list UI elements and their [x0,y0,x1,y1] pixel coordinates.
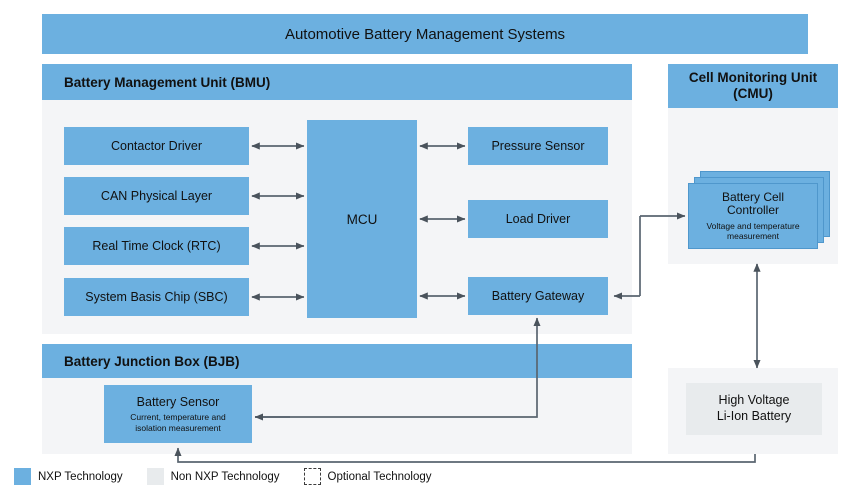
diagram-title: Automotive Battery Management Systems [42,14,808,54]
bcc-subtitle-line1: Voltage and temperature [706,221,800,232]
bcc-subtitle-line2: measurement [727,231,779,242]
bmu-panel-header: Battery Management Unit (BMU) [42,64,632,100]
legend-item-optional: Optional Technology [303,468,432,485]
legend-label-optional: Optional Technology [327,470,432,483]
bjb-panel-header: Battery Junction Box (BJB) [42,344,632,378]
block-system-basis-chip[interactable]: System Basis Chip (SBC) [64,278,249,316]
bcc-label-line2: Controller [726,203,780,218]
battery-sensor-subtitle-line1: Current, temperature and [130,412,226,423]
legend-item-non-nxp: Non NXP Technology [146,468,280,485]
bcc-label-line1: Battery Cell [721,189,785,204]
block-contactor-driver[interactable]: Contactor Driver [64,127,249,165]
cmu-panel-header: Cell Monitoring Unit (CMU) [668,64,838,108]
hv-battery-line1: High Voltage [718,393,790,408]
legend-swatch-nxp [14,468,31,485]
battery-sensor-label: Battery Sensor [136,395,220,410]
hv-battery-line2: Li-Ion Battery [716,409,792,423]
block-mcu[interactable]: MCU [307,120,417,318]
block-high-voltage-battery[interactable]: High Voltage Li-Ion Battery [686,383,822,435]
block-battery-cell-controller[interactable]: Battery Cell Controller Voltage and temp… [688,183,818,249]
block-load-driver[interactable]: Load Driver [468,200,608,238]
battery-sensor-subtitle-line2: isolation measurement [135,422,221,433]
legend-label-non-nxp: Non NXP Technology [170,470,280,483]
legend-swatch-non-nxp [146,468,164,485]
legend-item-nxp: NXP Technology [14,468,123,485]
legend: NXP Technology Non NXP Technology Option… [14,468,446,485]
block-real-time-clock[interactable]: Real Time Clock (RTC) [64,227,249,265]
legend-swatch-optional [303,468,321,485]
cmu-header-line2: (CMU) [733,86,773,101]
block-battery-sensor[interactable]: Battery Sensor Current, temperature and … [104,385,252,443]
block-pressure-sensor[interactable]: Pressure Sensor [468,127,608,165]
cmu-header-line1: Cell Monitoring Unit [688,70,818,86]
legend-label-nxp: NXP Technology [38,470,123,483]
block-battery-gateway[interactable]: Battery Gateway [468,277,608,315]
block-can-physical-layer[interactable]: CAN Physical Layer [64,177,249,215]
